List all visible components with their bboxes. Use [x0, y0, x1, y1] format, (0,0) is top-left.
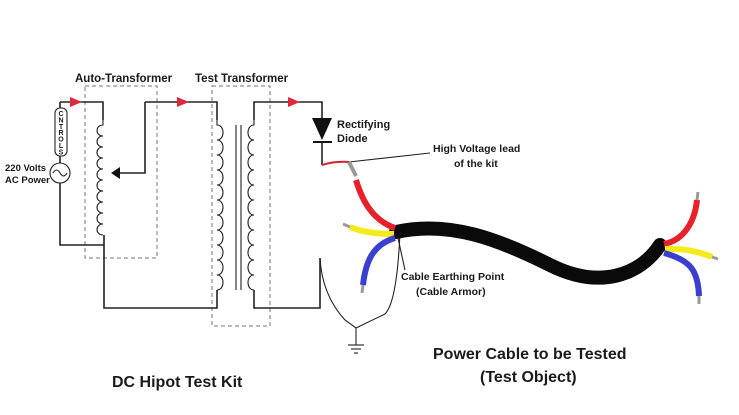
core-tip	[360, 284, 365, 294]
wiper-arrow-icon	[111, 167, 120, 179]
core-red-right	[663, 199, 700, 247]
hv-lead-clip	[347, 161, 358, 177]
controls-letter: S	[59, 149, 64, 156]
earthing-pointer	[397, 237, 406, 271]
controls-letter: O	[58, 137, 64, 144]
core-blue-left	[360, 235, 396, 286]
ac-power-label-2: AC Power	[5, 175, 50, 186]
arrow-icon	[177, 97, 189, 107]
diode-label-1: Rectifying	[337, 119, 390, 131]
kit-title: DC Hipot Test Kit	[112, 374, 243, 391]
object-title-2: (Test Object)	[480, 369, 577, 386]
earthing-label-1: Cable Earthing Point	[401, 271, 505, 283]
primary-coil	[216, 120, 224, 291]
earthing-label-2: (Cable Armor)	[416, 286, 486, 298]
core-red-left	[353, 179, 397, 231]
core-tip	[342, 222, 351, 229]
controls-letter: L	[59, 143, 64, 150]
primary-feed-wire	[145, 101, 218, 120]
secondary-coil	[247, 120, 255, 291]
controls-letter: T	[59, 124, 64, 131]
arrow-icon	[288, 97, 300, 107]
hv-lead-pointer	[348, 152, 431, 163]
controls-letter: C	[58, 111, 63, 118]
auto-transformer-label: Auto-Transformer	[75, 73, 173, 85]
cable-sheath	[389, 221, 667, 285]
bottom-return-wire	[103, 235, 218, 309]
diode-icon	[312, 118, 332, 140]
ac-power-label-1: 220 Volts	[5, 163, 46, 174]
earth-wire	[319, 231, 401, 329]
auto-transformer-box	[84, 85, 158, 259]
diode-label-2: Diode	[337, 133, 368, 145]
core-blue-right	[663, 250, 702, 297]
hv-lead-wire	[321, 160, 350, 166]
core-tip	[695, 191, 700, 201]
ground-icon	[348, 344, 364, 354]
hv-lead-label-1: High Voltage lead	[433, 143, 520, 155]
source-return-wire	[59, 183, 104, 246]
controls-letter: N	[58, 117, 63, 124]
core-yellow-left	[348, 224, 395, 237]
test-transformer-label: Test Transformer	[195, 73, 289, 85]
object-title-1: Power Cable to be Tested	[433, 346, 627, 363]
wiper-wire	[118, 102, 146, 174]
core-yellow-right	[664, 245, 714, 260]
auto-transformer-coil	[96, 120, 104, 236]
controls-box	[54, 107, 68, 157]
controls-letter: R	[58, 130, 63, 137]
secondary-return-wire	[253, 258, 321, 309]
test-transformer-box	[211, 85, 271, 327]
hv-lead-label-2: of the kit	[454, 158, 498, 170]
core-tip	[711, 255, 719, 261]
sine-wave-icon	[52, 169, 68, 177]
arrow-icon	[70, 97, 82, 107]
